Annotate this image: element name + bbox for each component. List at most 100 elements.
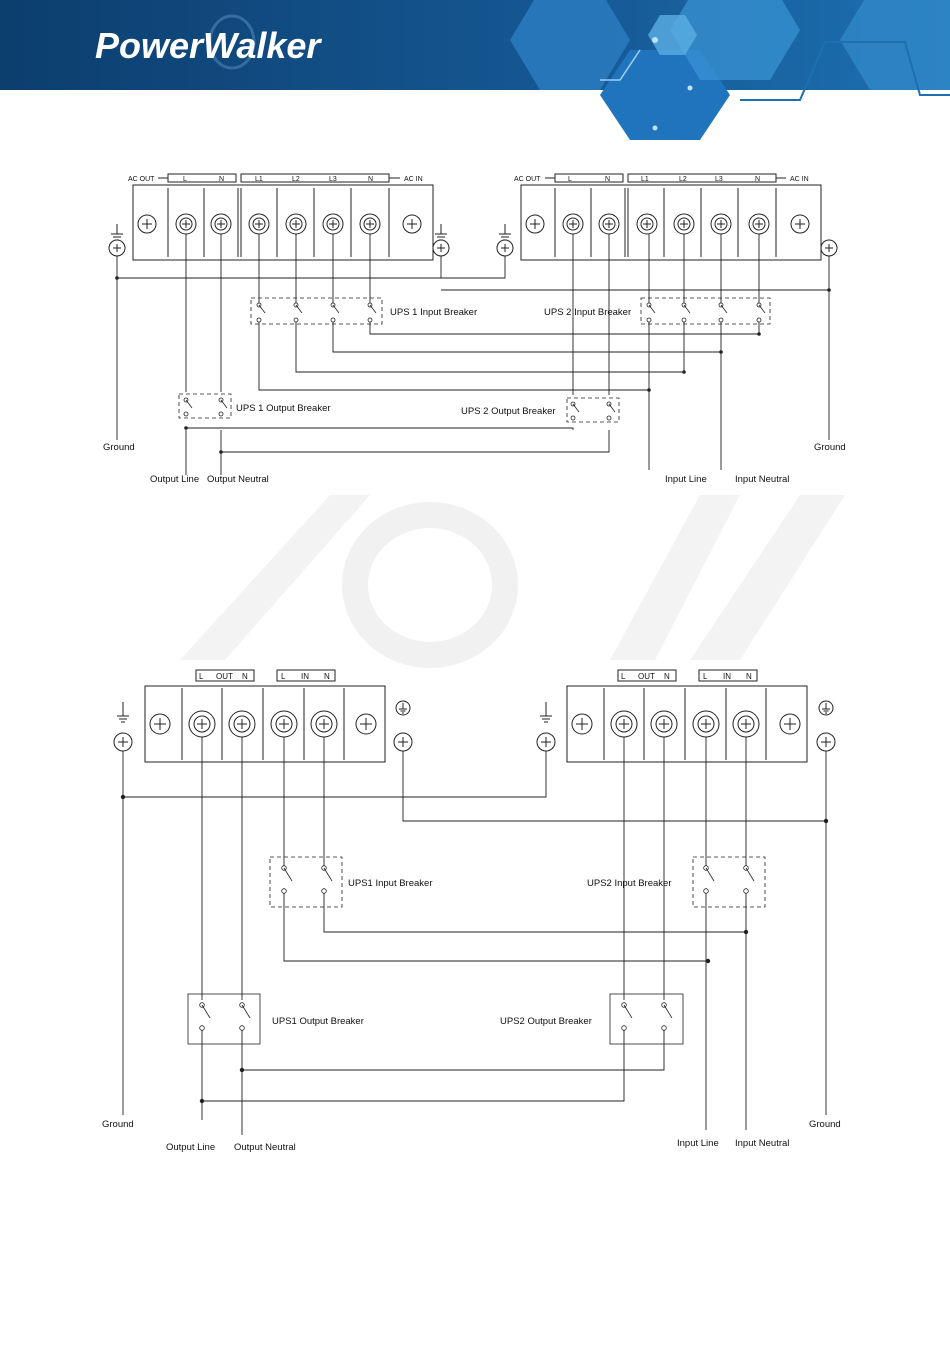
ups2-term-label: N	[605, 176, 610, 183]
ups2-input-breaker-label: UPS2 Input Breaker	[587, 878, 672, 889]
ups2-term-label: L	[568, 176, 572, 183]
screw-icon	[270, 710, 298, 738]
ups1-output-breaker-label: UPS1 Output Breaker	[272, 1016, 364, 1027]
ups1-out-label: OUT	[216, 672, 233, 681]
wires	[116, 234, 830, 475]
header-band	[0, 0, 950, 90]
ground-symbol-icon	[111, 224, 123, 241]
ups2-ac-in-label: AC IN	[790, 176, 809, 183]
wires	[122, 737, 827, 1135]
ups1-terminal-block	[144, 685, 386, 763]
ground-screw-icon	[496, 239, 514, 257]
ups1-term-label: L2	[292, 176, 300, 183]
ground-left-label: Ground	[103, 442, 135, 453]
ups2-terminal-block	[566, 685, 808, 763]
ups2-term-label: N	[755, 176, 760, 183]
ups2-term-label: L3	[715, 176, 723, 183]
ups2-term-label: L1	[641, 176, 649, 183]
logo-text: PowerWalker	[95, 25, 322, 66]
ground-screw-icon	[393, 732, 413, 752]
ups1-output-breaker-box	[178, 393, 232, 419]
screw-icon	[188, 710, 216, 738]
screw-icon	[402, 214, 422, 234]
screw-icon	[790, 214, 810, 234]
screw-icon	[310, 710, 338, 738]
ups1-ac-out-label: AC OUT	[128, 176, 155, 183]
ups2-out-term-label: L	[621, 672, 626, 681]
ups1-term-label: L1	[255, 176, 263, 183]
ups2-terminal-block	[520, 184, 822, 261]
watermark-logo	[180, 495, 845, 668]
screw-icon	[562, 213, 584, 235]
junction-dots	[120, 794, 829, 1104]
ups1-ac-in-label: AC IN	[404, 176, 423, 183]
protective-earth-icon	[818, 700, 834, 716]
ups2-in-term-label: L	[703, 672, 708, 681]
protective-earth-icon	[395, 700, 411, 716]
ups1-out-term-label: N	[242, 672, 248, 681]
ground-symbol-icon	[117, 702, 129, 723]
screw-icon	[650, 710, 678, 738]
ups1-term-label: L3	[329, 176, 337, 183]
ups2-out-term-label: N	[664, 672, 670, 681]
header-banner: PowerWalker	[0, 0, 950, 140]
input-line-label: Input Line	[677, 1138, 719, 1149]
screw-icon	[748, 213, 770, 235]
output-neutral-label: Output Neutral	[207, 474, 269, 485]
screw-icon	[598, 213, 620, 235]
screw-icon	[228, 710, 256, 738]
ups1-term-label: N	[368, 176, 373, 183]
screw-icon	[359, 213, 381, 235]
ups2-term-label: L2	[679, 176, 687, 183]
ups2-output-breaker-label: UPS2 Output Breaker	[500, 1016, 592, 1027]
ground-symbol-icon	[499, 224, 511, 241]
ups2-input-breaker-box	[692, 856, 766, 908]
screw-icon	[525, 214, 545, 234]
screw-icon	[610, 710, 638, 738]
ups2-in-term-label: N	[746, 672, 752, 681]
screw-icon	[692, 710, 720, 738]
screw-icon	[149, 713, 171, 735]
screw-icon	[210, 213, 232, 235]
wiring-diagram-3phase: AC OUT AC IN L N L1 L2 L3 N AC OUT AC IN…	[103, 173, 846, 485]
screw-icon	[571, 713, 593, 735]
ups2-input-breaker-label: UPS 2 Input Breaker	[544, 307, 631, 318]
screw-icon	[732, 710, 760, 738]
screw-icon	[285, 213, 307, 235]
wiring-diagram-1phase: L OUT N L IN N L OUT N L IN N	[102, 669, 841, 1153]
input-line-label: Input Line	[665, 474, 707, 485]
logo: PowerWalker	[95, 14, 322, 70]
ground-screw-icon	[108, 239, 126, 257]
ups1-input-breaker-box	[269, 856, 343, 908]
ground-screw-icon	[816, 732, 836, 752]
input-neutral-label: Input Neutral	[735, 1138, 789, 1149]
ground-symbol-icon	[540, 702, 552, 723]
ups2-in-label: IN	[723, 672, 731, 681]
screw-icon	[175, 213, 197, 235]
hexagon-decoration	[510, 0, 950, 140]
ups2-out-label: OUT	[638, 672, 655, 681]
screw-icon	[248, 213, 270, 235]
junction-dots	[115, 276, 831, 454]
ups2-output-breaker-box	[566, 397, 620, 423]
ups1-in-label: IN	[301, 672, 309, 681]
ups1-output-breaker-box	[187, 993, 261, 1045]
screw-icon	[710, 213, 732, 235]
ground-right-label: Ground	[814, 442, 846, 453]
screw-icon	[355, 713, 377, 735]
breaker-switches	[183, 302, 766, 421]
ground-screw-icon	[432, 239, 450, 257]
ground-right-label: Ground	[809, 1119, 841, 1130]
screw-icon	[779, 713, 801, 735]
ups1-in-term-label: N	[324, 672, 330, 681]
ground-symbol-icon	[435, 224, 447, 241]
screw-icon	[636, 213, 658, 235]
ups1-input-breaker-label: UPS1 Input Breaker	[348, 878, 433, 889]
ups1-output-breaker-label: UPS 1 Output Breaker	[236, 403, 331, 414]
screw-icon	[322, 213, 344, 235]
ground-screw-icon	[820, 239, 838, 257]
ups1-out-term-label: L	[199, 672, 204, 681]
ups1-term-label: L	[183, 176, 187, 183]
screw-icon	[673, 213, 695, 235]
ups1-terminal-block	[132, 184, 434, 261]
